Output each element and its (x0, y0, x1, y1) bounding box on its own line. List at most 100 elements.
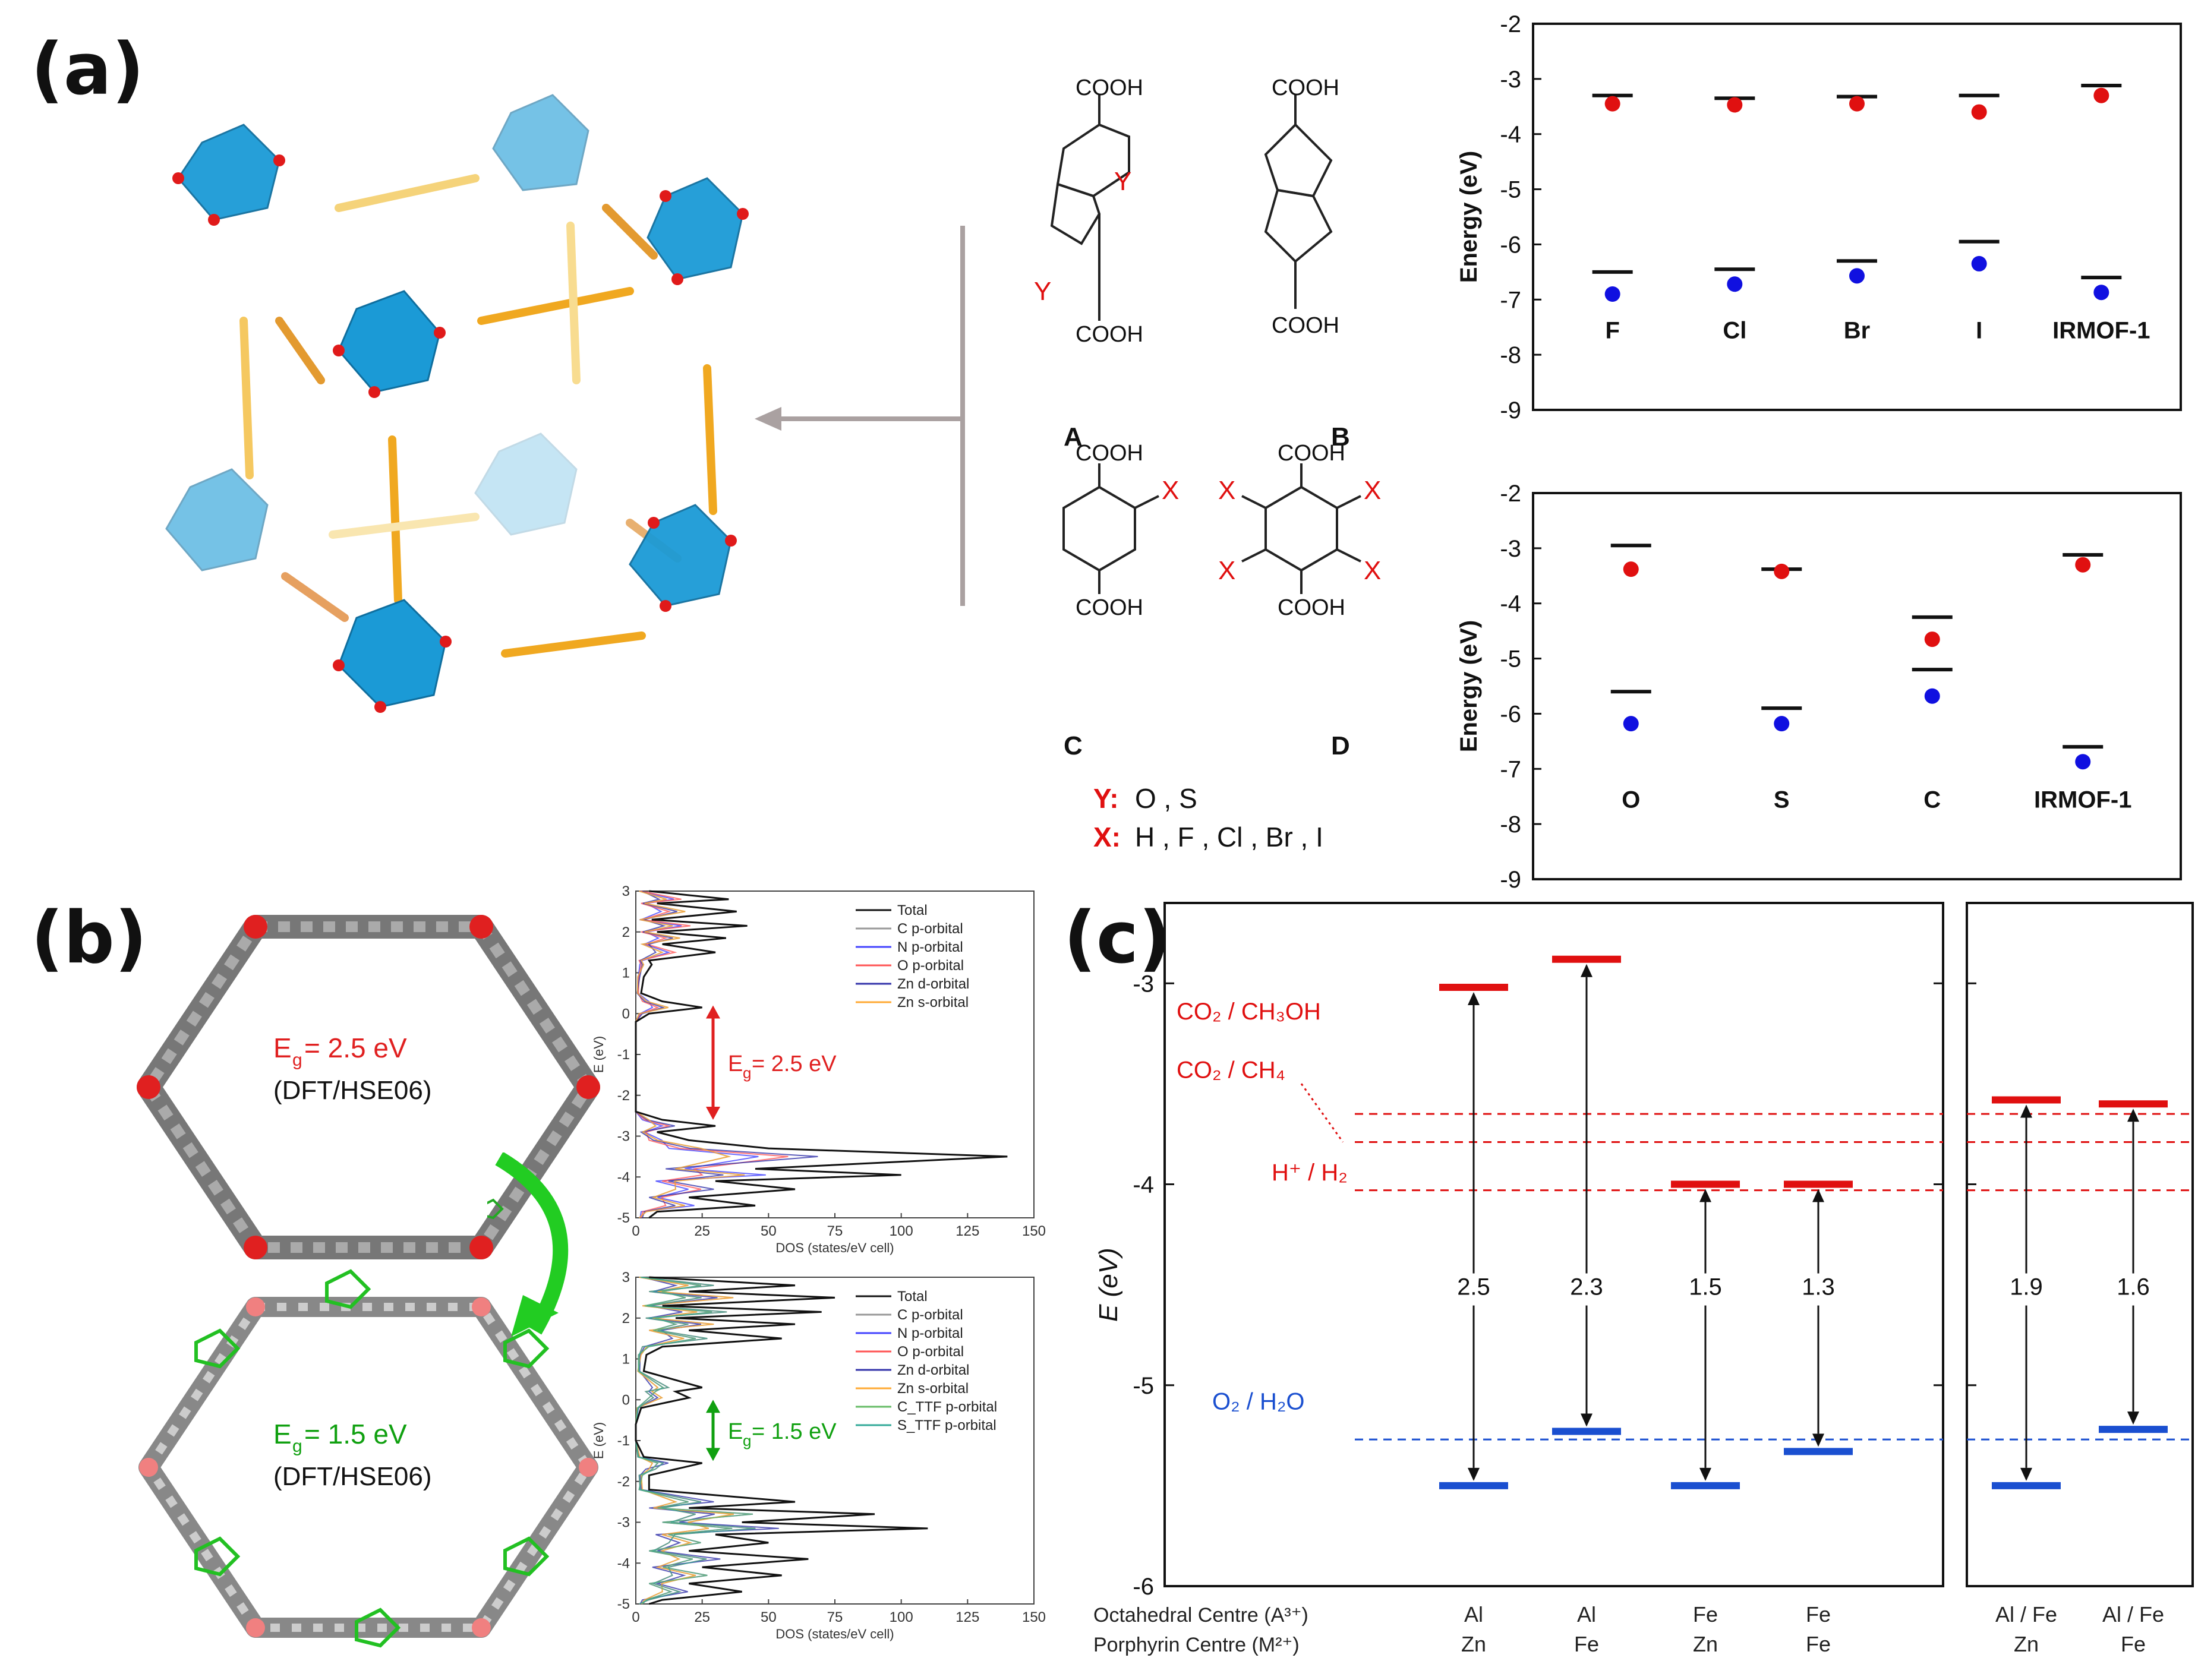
gap-arrow-head-top (706, 1400, 720, 1413)
y-tick-label: 0 (622, 1006, 630, 1022)
y-axis-label: E (eV) (591, 1422, 606, 1459)
mol-a-y-right: Y (1114, 167, 1131, 196)
gap-label-bg (1563, 1273, 1610, 1306)
gap-label-bg (2109, 1273, 2157, 1306)
reference-leader (1300, 1083, 1344, 1143)
panel-label-c: (c) (1064, 897, 1171, 980)
mol-label-a: A (1064, 422, 1083, 451)
legend-label: C p-orbital (897, 1307, 963, 1323)
mol-d-x-2: X (1364, 476, 1381, 505)
energy-level-dot (1604, 286, 1620, 302)
gap-arrow-head-bottom (1699, 1467, 1711, 1481)
plot-frame-main (1163, 902, 1944, 1587)
energy-level-dot (2093, 285, 2109, 301)
x-tick-label: 150 (1022, 1609, 1046, 1625)
energy-level-dot (1623, 716, 1639, 732)
dos-partial-line (635, 1277, 756, 1605)
gap-arrow-head-bottom (1468, 1467, 1480, 1481)
mol-a-y-left: Y (1034, 277, 1051, 306)
eg-top-label: E (273, 1032, 292, 1063)
y-tick-label: -3 (1500, 536, 1521, 562)
y-tick-label: -7 (1500, 756, 1521, 782)
energy-level-dot (1774, 716, 1790, 732)
gap-arrow-head-top (1468, 992, 1480, 1006)
legend-label: C p-orbital (897, 921, 963, 937)
row-header-porphyrin: Porphyrin Centre (M²⁺) (1093, 1634, 1300, 1656)
gap-arrow-head-bottom (2020, 1467, 2032, 1481)
gap-value-label: 2.5 (1457, 1274, 1490, 1300)
legend-label: Zn d-orbital (897, 1362, 969, 1378)
x-tick-label: 150 (1022, 1223, 1046, 1239)
legend-x-val: H , F , Cl , Br , I (1135, 822, 1323, 852)
energy-level-dot (1924, 631, 1940, 648)
mol-d-cooh-top: COOH (1278, 441, 1345, 466)
gap-annotation-main: E (728, 1419, 743, 1444)
x-tick-label: 50 (761, 1609, 777, 1625)
gap-arrow-head-bottom (706, 1107, 720, 1120)
ttf-doping-arrow (487, 1152, 569, 1337)
x-tick-label: 125 (955, 1609, 979, 1625)
mol-d-cooh-bottom: COOH (1278, 595, 1345, 620)
legend-y-key: Y: (1093, 783, 1119, 814)
octahedral-centre-label: Al (1464, 1602, 1483, 1627)
x-axis-label: DOS (states/eV cell) (775, 1627, 894, 1641)
y-tick-label: -5 (617, 1210, 630, 1226)
category-label: F (1605, 317, 1619, 343)
dos-total-line (635, 890, 1008, 1219)
gap-arrow-head-bottom (1581, 1413, 1592, 1427)
mol-label-d: D (1331, 731, 1350, 760)
porphyrin-centre-label: Zn (2014, 1632, 2039, 1656)
y-tick-label: -2 (1500, 481, 1521, 507)
mol-b-cooh-top: COOH (1272, 75, 1339, 100)
y-tick-label: -3 (617, 1129, 630, 1145)
energy-level-dot (1727, 97, 1743, 113)
x-tick-label: 0 (632, 1609, 639, 1625)
y-tick-label: -1 (617, 1047, 630, 1063)
x-tick-label: 25 (694, 1223, 710, 1239)
energy-level-dot (1623, 561, 1639, 577)
category-label: I (1976, 317, 1982, 343)
gap-label-bg (1795, 1273, 1842, 1306)
mol-d-x-3: X (1218, 556, 1235, 585)
category-label: Cl (1723, 317, 1746, 343)
gap-arrow-head-bottom (706, 1448, 720, 1461)
gap-annotation-sub: g (743, 1432, 751, 1450)
mol-c-cooh-bottom: COOH (1076, 595, 1143, 620)
gap-value-label: 1.3 (1802, 1274, 1835, 1300)
gap-arrow-head-top (1581, 964, 1592, 977)
gap-label-bg (1682, 1273, 1729, 1306)
y-tick-label: -5 (617, 1596, 630, 1612)
energy-level-dot (1924, 688, 1940, 704)
gap-label-bg (2003, 1273, 2050, 1306)
legend-label: S_TTF p-orbital (897, 1417, 996, 1433)
y-tick-label: -6 (1500, 232, 1521, 258)
x-tick-label: 125 (955, 1223, 979, 1239)
category-label: C (1923, 787, 1941, 813)
x-tick-label: 0 (632, 1223, 639, 1239)
x-tick-label: 25 (694, 1609, 710, 1625)
legend-label: Total (897, 1289, 928, 1305)
legend-y-val: O , S (1135, 783, 1197, 814)
legend-label: Zn s-orbital (897, 994, 969, 1010)
reference-label: CO₂ / CH₃OH (1177, 999, 1321, 1025)
y-tick-label: 2 (622, 924, 630, 940)
gap-arrow-head-top (2127, 1109, 2139, 1122)
mol-label-b: B (1331, 422, 1350, 451)
octahedral-centre-label: Fe (1693, 1602, 1718, 1627)
energy-level-dot (2093, 87, 2109, 103)
y-tick-label: -2 (617, 1474, 630, 1490)
plot-frame-mixed (1966, 902, 2194, 1587)
gap-value-label: 1.6 (2117, 1274, 2150, 1300)
y-tick-label: -4 (1500, 122, 1521, 148)
porphyrin-centre-label: Fe (2121, 1632, 2146, 1656)
plot-frame (1532, 23, 2182, 411)
x-tick-label: 75 (827, 1223, 843, 1239)
y-tick-label: -3 (1133, 971, 1154, 997)
reference-label: O₂ / H₂O (1212, 1388, 1305, 1414)
mol-d-x-1: X (1218, 476, 1235, 505)
energy-level-dot (1971, 255, 1987, 271)
energy-level-dot (1971, 104, 1987, 120)
y-axis-label: Energy (eV) (1456, 151, 1482, 283)
y-tick-label: -5 (1500, 177, 1521, 203)
mol-c-cooh-top: COOH (1076, 441, 1143, 466)
